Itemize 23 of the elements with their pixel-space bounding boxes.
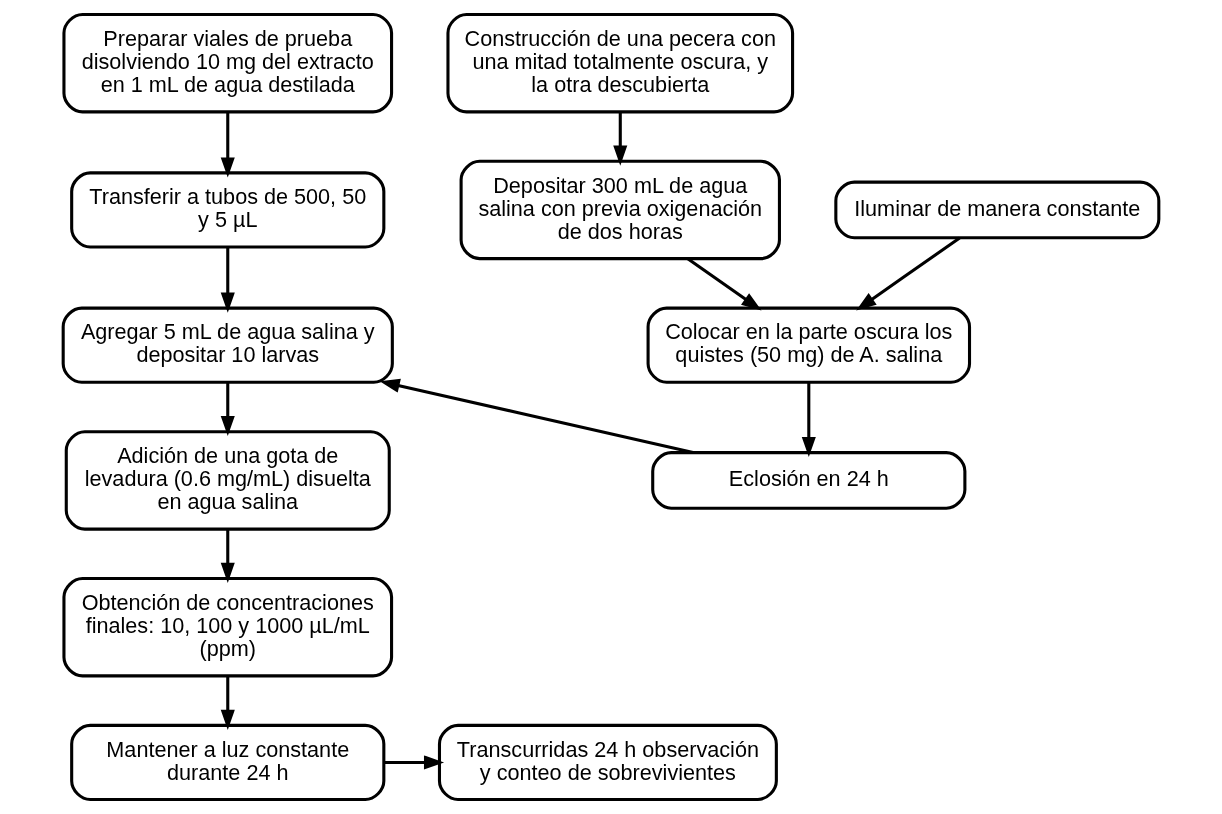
arrow [613,112,628,166]
node-box: Construcción de una pecera con una mitad totalmente oscura, y la otra descubierta [446,12,795,114]
node-box: Transcurridas 24 h observación y conteo de sobrevivientes [437,723,778,802]
arrow [220,112,235,178]
arrow [856,236,961,311]
arrow [220,529,235,583]
node-box: Adición de una gota de levadura (0.6 mg/mL) disuelta en agua salina [64,430,391,531]
arrow [801,382,816,458]
node-box: Depositar 300 mL de agua salina con previa oxigenación de dos horas [459,159,781,261]
node-box: Colocar en la parte oscura los quistes (50 mg) de A. salina [646,306,972,384]
arrow [686,257,762,311]
node-box: Preparar viales de prueba disolviendo 10 mg del extracto en 1 mL de agua destilada [62,12,394,114]
arrow [220,676,235,730]
arrow [384,755,445,770]
node-box: Eclosión en 24 h [651,451,967,510]
node-box: Iluminar de manera constante [834,180,1161,240]
node-box: Obtención de concentraciones finales: 10, 100 y 1000 µL/mL (ppm) [62,577,394,678]
arrow [220,382,235,437]
node-box: Mantener a luz constante durante 24 h [70,723,386,802]
node-box: Agregar 5 mL de agua salina y depositar 10 larvas [61,306,394,384]
node-box: Transferir a tubos de 500, 50 y 5 µL [70,171,386,249]
arrow [220,247,235,313]
arrow [379,378,694,455]
